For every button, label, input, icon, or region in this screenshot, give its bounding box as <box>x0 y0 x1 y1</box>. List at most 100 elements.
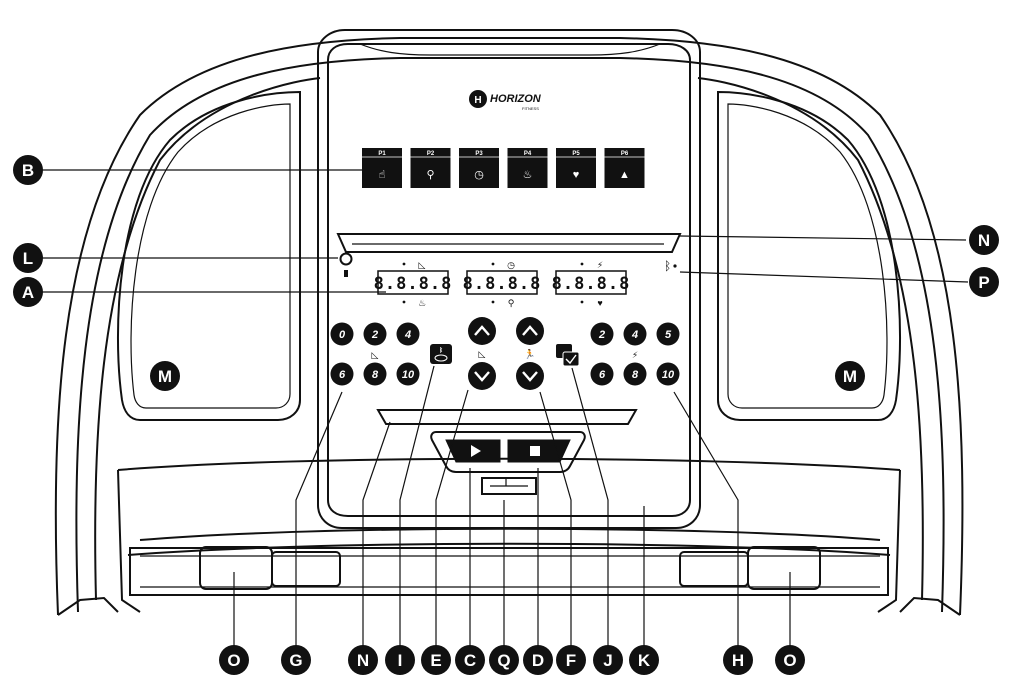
led-display-1: ◺8.8.8.8♨ <box>374 260 453 308</box>
lower-tray <box>376 409 638 473</box>
speed-key-4[interactable]: 4 <box>623 322 647 346</box>
speed-key-8[interactable]: 8 <box>623 362 647 386</box>
incline-icon: ◺ <box>419 260 426 270</box>
runner-icon: 🏃 <box>524 348 535 359</box>
led-displays: ◺8.8.8.8♨◷8.8.8.8⚲⚡8.8.8.8♥ <box>374 260 631 308</box>
logo-glyph: H <box>474 95 481 106</box>
callout-p: P <box>969 267 999 297</box>
confirm-key[interactable] <box>556 344 580 367</box>
program-keys: P1 ☝ P2 ⚲ P3 ◷ P4 ♨ P5♥P6▲ <box>362 148 645 188</box>
callout-o-bottom-13: O <box>775 645 805 675</box>
incline-up-button[interactable] <box>468 317 496 345</box>
incline-key-6[interactable]: 6 <box>330 362 354 386</box>
bluetooth-indicator: ᛒ <box>664 259 677 273</box>
route-icon: ⚲ <box>426 169 434 181</box>
tray-bar <box>336 233 682 253</box>
callout-e-bottom-5: E <box>421 645 451 675</box>
stop-button[interactable] <box>507 439 571 463</box>
callout-letter: M <box>158 367 172 386</box>
callout-letter: G <box>289 651 302 670</box>
led-digits: 8.8.8.8 <box>463 274 542 294</box>
callout-l: L <box>13 243 43 273</box>
clock-icon: ◷ <box>474 169 484 181</box>
bluetooth-icon: ᛒ <box>664 259 671 273</box>
brand-name: HORIZON <box>490 93 542 105</box>
program-key-label: P2 <box>427 151 435 157</box>
incline-key-4[interactable]: 4 <box>396 322 420 346</box>
incline-key-label: 10 <box>402 369 415 381</box>
console-panel <box>317 29 701 529</box>
incline-icon: ◺ <box>479 349 486 359</box>
led-digits: 8.8.8.8 <box>552 274 631 294</box>
incline-keypad: 0 2 4 6 8 10 ◺ <box>330 322 420 386</box>
safety-key[interactable] <box>481 477 537 495</box>
sensor <box>339 252 353 277</box>
speed-key-5[interactable]: 5 <box>656 322 680 346</box>
incline-key-10[interactable]: 10 <box>396 362 420 386</box>
callout-m-2: M <box>835 361 865 391</box>
callout-letter: F <box>566 651 576 670</box>
incline-key-label: 4 <box>404 329 411 341</box>
horizon-logo: H HORIZON FITNESS <box>469 90 542 111</box>
incline-key-label: 6 <box>339 369 346 381</box>
speed-key-label: 8 <box>632 369 639 381</box>
heart-icon: ♥ <box>597 298 602 308</box>
program-key-label: P1 <box>378 151 386 157</box>
callout-letter: O <box>227 651 240 670</box>
callout-h-bottom-12: H <box>723 645 753 675</box>
callout-n: N <box>969 225 999 255</box>
bluetooth-pair-key[interactable]: ᛒ <box>430 344 452 364</box>
flame-icon: ♨ <box>523 169 533 181</box>
speed-up-button[interactable] <box>516 317 544 345</box>
callout-i-bottom-4: I <box>385 645 415 675</box>
callout-c-bottom-6: C <box>455 645 485 675</box>
callout-letter: N <box>357 651 369 670</box>
speed-key-10[interactable]: 10 <box>656 362 680 386</box>
callout-a: A <box>13 277 43 307</box>
callout-letter: M <box>843 367 857 386</box>
callout-letter: A <box>22 283 34 302</box>
callout-m-1: M <box>150 361 180 391</box>
speed-down-button[interactable] <box>516 362 544 390</box>
incline-down-button[interactable] <box>468 362 496 390</box>
callout-b: B <box>13 155 43 185</box>
incline-key-label: 2 <box>371 329 378 341</box>
callout-letter: L <box>23 249 33 268</box>
callout-letter: J <box>603 651 612 670</box>
callout-letter: E <box>430 651 441 670</box>
program-key-label: P4 <box>524 151 532 157</box>
callout-letter: P <box>978 273 989 292</box>
callout-letter: H <box>732 651 744 670</box>
program-key-p5[interactable]: P5♥ <box>556 148 596 188</box>
incline-icon: ◺ <box>372 350 379 360</box>
program-key-p1[interactable]: P1 ☝ <box>362 148 402 188</box>
route-icon: ⚲ <box>508 298 515 308</box>
incline-key-8[interactable]: 8 <box>363 362 387 386</box>
program-key-p4[interactable]: P4 ♨ <box>507 148 548 188</box>
program-key-p6[interactable]: P6▲ <box>604 148 645 188</box>
led-digits: 8.8.8.8 <box>374 274 453 294</box>
incline-key-2[interactable]: 2 <box>363 322 387 346</box>
incline-key-label: 0 <box>339 329 346 341</box>
speed-key-2[interactable]: 2 <box>590 322 614 346</box>
bluetooth-small-icon: ᛒ <box>439 347 443 354</box>
hand-tap-icon: ☝ <box>379 169 386 181</box>
brand-sub: FITNESS <box>522 106 539 111</box>
callout-f-bottom-9: F <box>556 645 586 675</box>
program-key-p2[interactable]: P2 ⚲ <box>410 148 451 188</box>
callout-k-bottom-11: K <box>629 645 659 675</box>
incline-key-0[interactable]: 0 <box>330 322 354 346</box>
callout-letter: Q <box>497 651 510 670</box>
program-key-label: P6 <box>621 151 629 157</box>
speed-key-6[interactable]: 6 <box>590 362 614 386</box>
program-key-p3[interactable]: P3 ◷ <box>459 148 499 188</box>
speed-key-label: 2 <box>598 329 605 341</box>
incline-key-label: 8 <box>372 369 379 381</box>
callout-n-bottom-3: N <box>348 645 378 675</box>
program-key-label: P3 <box>475 151 483 157</box>
start-button[interactable] <box>445 439 501 463</box>
runner-icon: ⚡ <box>632 350 638 360</box>
